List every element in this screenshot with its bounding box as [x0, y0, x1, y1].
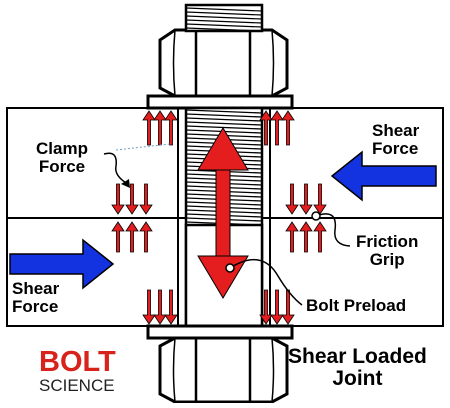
friction-leader	[315, 213, 351, 247]
red-force-arrow	[281, 110, 295, 146]
shear-arrow-right	[330, 150, 437, 202]
caption-line-2: Joint	[332, 367, 383, 391]
clamp-dotted-line	[115, 143, 171, 151]
clamp-line-2: Force	[38, 156, 86, 176]
bolt-head	[158, 28, 289, 98]
shear-right-line-2: Force	[372, 138, 419, 158]
label-bolt-preload: Bolt Preload	[306, 296, 407, 315]
clamp-leader-head	[121, 179, 130, 188]
red-force-arrow	[139, 183, 153, 215]
caption: Shear Loaded Joint	[288, 345, 427, 391]
top-washer	[146, 94, 294, 110]
red-force-arrow	[125, 221, 139, 253]
red-force-arrow	[139, 221, 153, 253]
red-force-arrow	[164, 289, 178, 325]
clamp-leader	[103, 152, 129, 185]
red-force-arrow	[285, 221, 299, 253]
shear-left-line-1: Shear	[12, 279, 60, 298]
clamp-line-1: Clamp	[36, 139, 88, 158]
red-force-arrow	[125, 183, 139, 215]
clamp-force-arrows	[111, 110, 327, 325]
shear-right-line-1: Shear	[372, 121, 420, 140]
shear-left-line-2: Force	[12, 296, 59, 316]
red-force-arrow	[164, 110, 178, 146]
label-friction-grip: Friction Grip	[356, 233, 418, 269]
friction-dot	[311, 211, 321, 221]
bolt-preload-arrow	[197, 127, 249, 299]
label-shear-force-left: Shear Force	[12, 280, 59, 316]
nut	[158, 336, 289, 404]
red-force-arrow	[299, 183, 313, 215]
friction-line-2: Grip	[369, 249, 405, 269]
preload-dot	[225, 263, 235, 273]
caption-line-1: Shear Loaded	[288, 345, 427, 368]
red-force-arrow	[299, 221, 313, 253]
label-clamp-force: Clamp Force	[36, 140, 88, 176]
red-force-arrow	[111, 183, 125, 215]
red-force-arrow	[285, 183, 299, 215]
bottom-washer	[146, 324, 294, 340]
logo-science-text: SCIENCE	[39, 376, 115, 395]
label-shear-force-right: Shear Force	[372, 122, 419, 158]
red-force-arrow	[313, 221, 327, 253]
friction-line-1: Friction	[356, 232, 419, 251]
logo-bolt-text: BOLT	[39, 346, 116, 378]
thread-stub	[184, 3, 264, 33]
red-force-arrow	[313, 183, 327, 215]
preload-leader	[229, 259, 303, 306]
shear-arrow-left	[9, 238, 115, 290]
red-force-arrow	[111, 221, 125, 253]
